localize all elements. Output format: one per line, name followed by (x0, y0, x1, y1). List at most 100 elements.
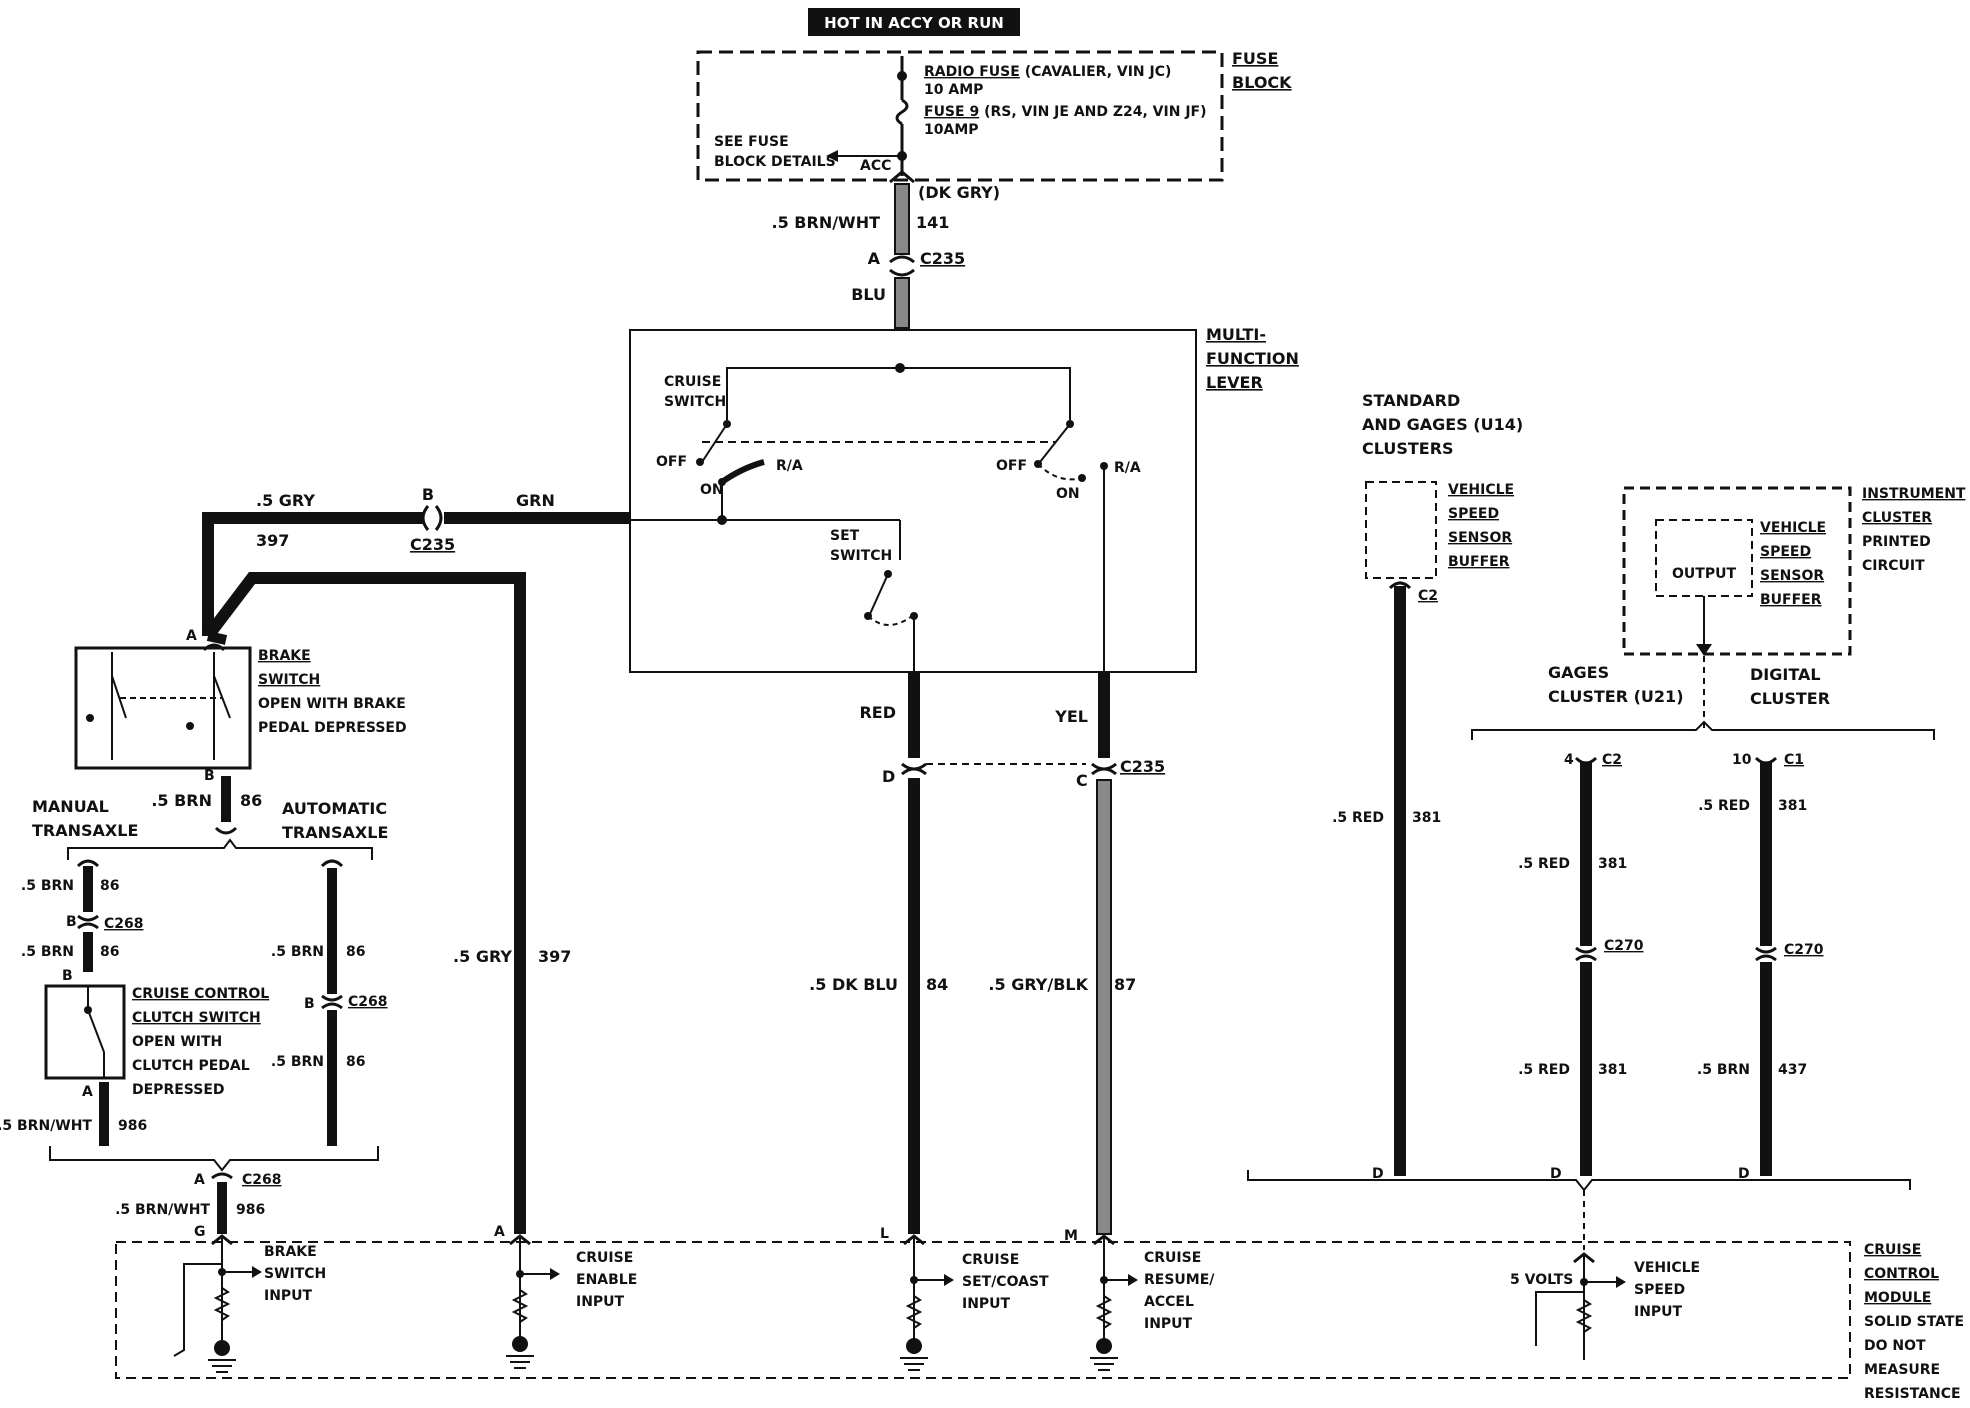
brake-pin-a: A (186, 628, 197, 644)
ic-vssb-4: BUFFER (1760, 592, 1822, 608)
ccm-brake-ground-icon (208, 1359, 236, 1373)
manual-c1: 86 (100, 878, 119, 894)
automatic-transaxle-2: TRANSAXLE (282, 823, 388, 842)
manual-pin-a: A (82, 1084, 93, 1100)
bottom-left-circuit: 986 (236, 1202, 265, 1218)
c235-c-label: C235 (1120, 757, 1165, 776)
gages-cluster-2: CLUSTER (U21) (1548, 687, 1684, 706)
ccm-brake-label-3: INPUT (264, 1288, 313, 1304)
digital-c270-connector (1755, 946, 1777, 962)
auto-c268-label: C268 (348, 994, 388, 1010)
gages-cluster: GAGES (1548, 663, 1609, 682)
bottom-left-pin-a: A (194, 1172, 205, 1188)
brake-left-contact (86, 714, 94, 722)
ccm-enable-arrow-head (550, 1268, 560, 1280)
brake-title: BRAKE (258, 648, 311, 664)
fuse-block-title-2: BLOCK (1232, 73, 1292, 92)
hot-label: HOT IN ACCY OR RUN (824, 14, 1004, 32)
see-fuse-details-2: BLOCK DETAILS (714, 154, 836, 170)
auto-g2: .5 BRN (271, 1054, 324, 1070)
manual-c268-label: C268 (104, 916, 144, 932)
brake-out-connector (214, 826, 238, 835)
fuse9-amp: 10AMP (924, 122, 979, 138)
cruise-switch-left-ra-label: R/A (776, 458, 803, 474)
cruise-switch-label: CRUISE (664, 374, 721, 390)
brake-out-circuit: 86 (240, 791, 262, 810)
ccm-enable-ground-dot (512, 1336, 528, 1352)
ccm-enable-label-2: ENABLE (576, 1272, 637, 1288)
auto-g1: .5 BRN (271, 944, 324, 960)
ccm-res-resistor (1095, 1295, 1113, 1329)
set-switch-label-2: SWITCH (830, 548, 892, 564)
fuse-block-box (696, 50, 1224, 182)
cruise-switch-right-off-label: OFF (996, 458, 1027, 474)
gages-c270-label: C270 (1604, 938, 1644, 954)
cruise-switch-left-off (696, 458, 704, 466)
fuse-node-top (897, 71, 907, 81)
ic-title-3: PRINTED (1862, 534, 1931, 550)
manual-transaxle-2: TRANSAXLE (32, 821, 138, 840)
std-title-2: AND GAGES (U14) (1362, 415, 1523, 434)
c235-top-label: C235 (920, 249, 965, 268)
c235-c-pin: C (1076, 771, 1088, 790)
ic-split-bracket (1471, 720, 1935, 740)
brake-left-blade (111, 675, 127, 719)
mfl-title-2: FUNCTION (1206, 349, 1299, 368)
auto-c1: 86 (346, 944, 365, 960)
cruise-switch-right-ra-label: R/A (1114, 460, 1141, 476)
bottom-left-gauge: .5 BRN/WHT (115, 1202, 210, 1218)
wire-blu-color: BLU (851, 285, 886, 304)
ccm-a-connector (509, 1234, 531, 1246)
ccm-brake-ref (173, 1263, 222, 1357)
clutch-switch-contact (84, 1006, 92, 1014)
ccm-vss-label-3: INPUT (1634, 1304, 1683, 1320)
std-title-3: CLUSTERS (1362, 439, 1454, 458)
brake-pin-b: B (204, 768, 215, 784)
acc-arrow-head (826, 150, 838, 162)
digital-g1: .5 RED (1698, 798, 1750, 814)
bottom-left-c268-connector (211, 1172, 233, 1180)
clutch-desc-3: DEPRESSED (132, 1082, 225, 1098)
ccm-set-arrow-head (944, 1274, 954, 1286)
brake-right-contact (186, 722, 194, 730)
c235-c-connector (1091, 762, 1117, 776)
see-fuse-details: SEE FUSE (714, 134, 789, 150)
gages-c2-label: C2 (1602, 752, 1622, 768)
wire-gry-397-pin-a: A (494, 1224, 505, 1240)
std-pin-d: D (1372, 1166, 1384, 1182)
ccm-vss-label: VEHICLE (1634, 1260, 1700, 1276)
ccm-set-resistor (905, 1295, 923, 1329)
auto-pin-b: B (304, 996, 315, 1012)
ic-box (1622, 486, 1852, 656)
cruise-switch-left-on-label: ON (700, 482, 724, 498)
cruise-switch-label-2: SWITCH (664, 394, 726, 410)
manual-g2: .5 BRN (21, 944, 74, 960)
automatic-transaxle: AUTOMATIC (282, 799, 387, 818)
ccm-vss-ref (1535, 1291, 1584, 1346)
wire-gry-blk-87-pin-m: M (1064, 1228, 1078, 1244)
ccm-vss-arrow-head (1616, 1276, 1626, 1288)
digital-pin: 10 (1732, 752, 1752, 768)
fuse-block-conn-color: (DK GRY) (918, 183, 1000, 202)
ccm-note-2: DO NOT (1864, 1338, 1926, 1354)
ccm-res-label: CRUISE (1144, 1250, 1201, 1266)
manual-c268-connector (77, 914, 99, 930)
mfl-bus-top (726, 367, 1071, 420)
manual-c2: 86 (100, 944, 119, 960)
digital-g2: .5 BRN (1697, 1062, 1750, 1078)
digital-pin-d: D (1738, 1166, 1750, 1182)
wire-gry-397-long-gauge: .5 GRY (453, 947, 512, 966)
ccm-g-connector (211, 1234, 233, 1246)
wire-gry-blk-87 (1096, 779, 1112, 1235)
wire-141 (894, 183, 910, 255)
set-switch-blade (869, 573, 889, 615)
c235-top-pin: A (868, 249, 881, 268)
ic-vssb-3: SENSOR (1760, 568, 1824, 584)
manual-transaxle: MANUAL (32, 797, 109, 816)
std-vssb: VEHICLE (1448, 482, 1514, 498)
std-c2-connector (1388, 581, 1412, 590)
brake-title-2: SWITCH (258, 672, 320, 688)
c235-top-connector (889, 255, 915, 277)
ccm-brake-label: BRAKE (264, 1244, 317, 1260)
ccm-note-4: RESISTANCE (1864, 1386, 1961, 1402)
